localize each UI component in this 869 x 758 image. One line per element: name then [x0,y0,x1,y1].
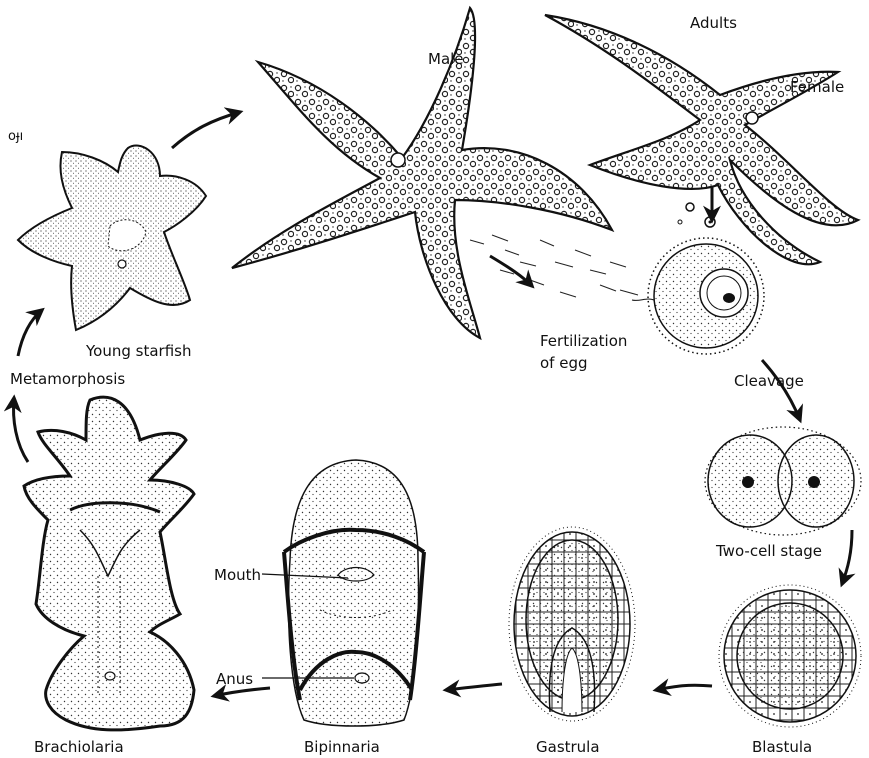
label-fertilization-line1: Fertilization [540,332,627,350]
label-male: Male [428,50,464,68]
arrow-young-to-male [172,112,240,148]
label-adults: Adults [690,14,737,32]
arrow-cleavage [762,360,800,420]
label-blastula: Blastula [752,738,812,756]
label-fertilization-line2: of egg [540,354,588,372]
label-female: Female [790,78,844,96]
arrow-gastrula-to-bipinnaria [446,684,502,690]
label-brachiolaria: Brachiolaria [34,738,124,756]
blastula-embryo [719,585,861,727]
arrow-fertilization [490,256,532,286]
brachiolaria-larva [24,397,194,730]
arrow-twocell-to-blastula [842,530,852,584]
two-cell-stage [705,427,861,535]
young-starfish [18,146,206,330]
label-cleavage: Cleavage [734,372,804,390]
bipinnaria-larva [284,460,424,726]
label-bipinnaria: Bipinnaria [304,738,380,756]
label-two-cell-stage: Two-cell stage [715,542,822,560]
arrow-bipinnaria-to-brachiolaria [214,688,270,696]
fertilized-egg [632,238,764,354]
arrow-blastula-to-gastrula [656,685,712,690]
male-starfish [232,8,612,338]
arrow-metamorphosis-to-young [18,310,42,356]
label-mouth: Mouth [214,566,261,584]
female-starfish [545,15,858,264]
label-anus: Anus [216,670,253,688]
released-eggs [678,203,715,227]
gastrula-embryo [509,527,635,721]
label-metamorphosis: Metamorphosis [10,370,125,388]
label-young-starfish: Young starfish [85,342,191,360]
sperm [470,235,638,297]
label-gastrula: Gastrula [536,738,600,756]
label-corner-mark: oɟı [8,129,23,144]
arrow-brachiolaria-to-metamorphosis [14,398,28,462]
